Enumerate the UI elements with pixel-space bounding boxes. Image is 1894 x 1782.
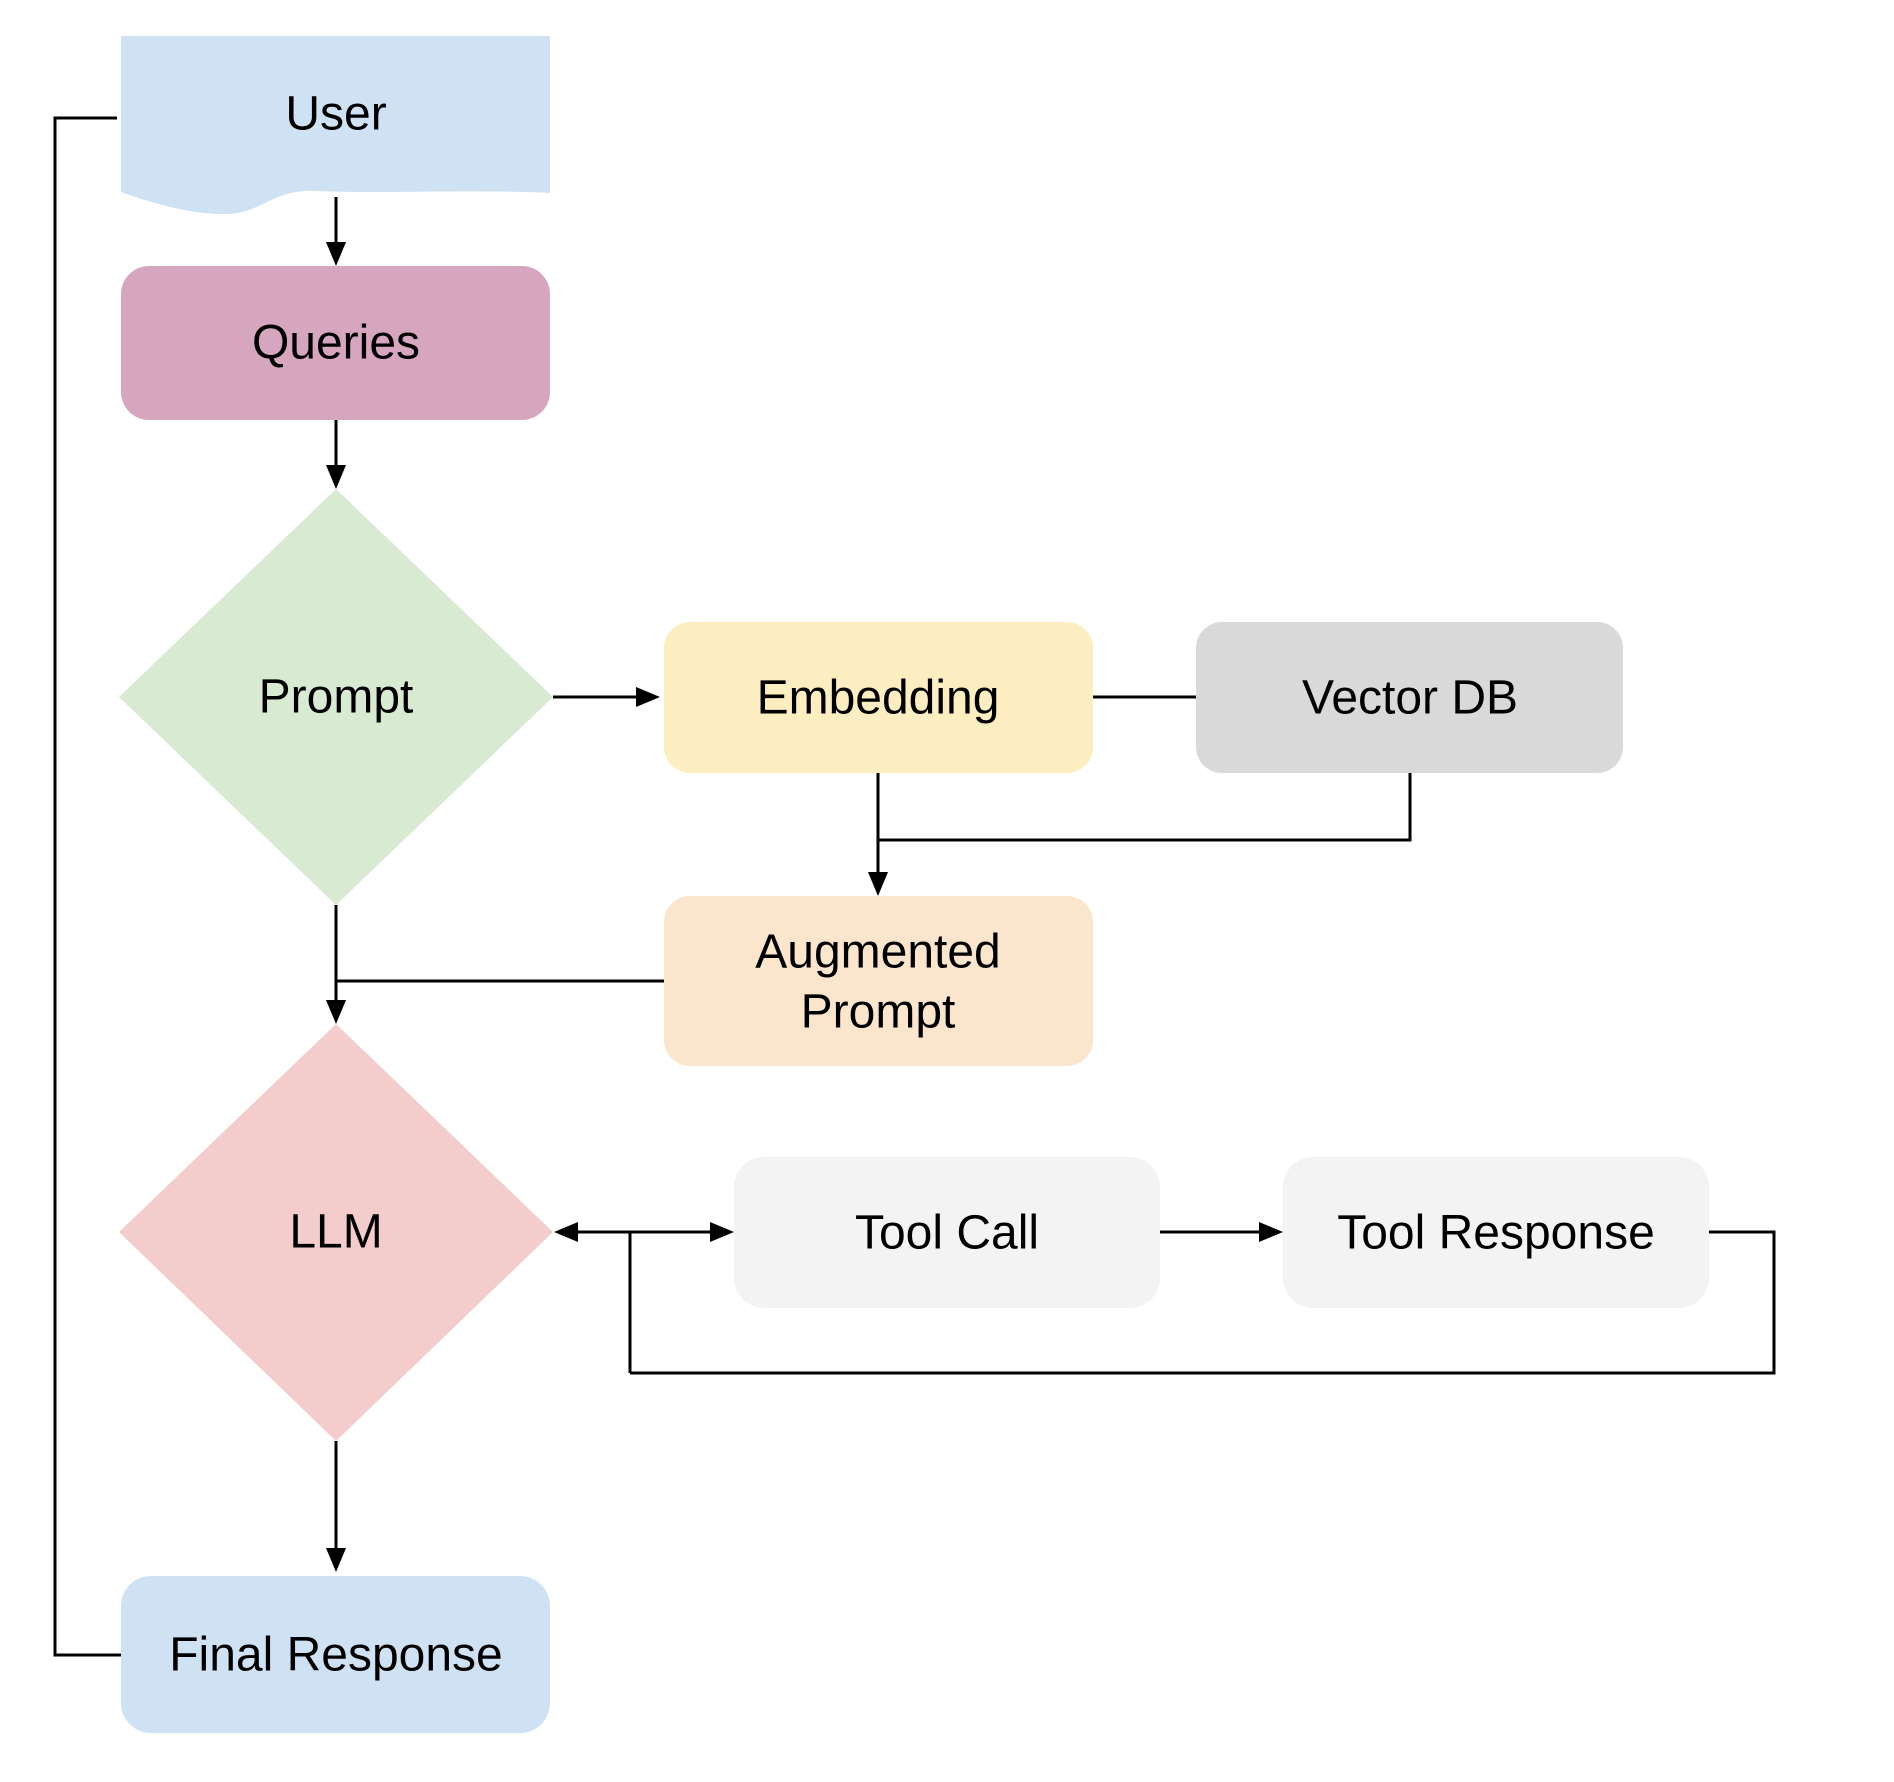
node-vector-db: Vector DB	[1196, 622, 1623, 773]
edge-finalresponse-user-loop	[53, 116, 121, 1657]
edges	[53, 116, 1776, 1657]
tool-response-box	[1283, 1157, 1709, 1308]
prompt-diamond	[119, 489, 553, 905]
node-augmented-prompt: Augmented Prompt	[664, 896, 1093, 1066]
llm-diamond	[119, 1024, 553, 1441]
vector-db-label: Vector DB	[1302, 672, 1518, 725]
tool-call-box	[734, 1157, 1160, 1308]
node-prompt: Prompt	[119, 489, 553, 905]
node-queries: Queries	[121, 266, 550, 420]
embedding-label: Embedding	[757, 672, 1000, 725]
user-label: User	[285, 88, 386, 141]
node-tool-call: Tool Call	[734, 1157, 1160, 1308]
node-tool-response: Tool Response	[1283, 1157, 1709, 1308]
node-embedding: Embedding	[664, 622, 1093, 773]
queries-label: Queries	[252, 317, 420, 370]
tool-call-label: Tool Call	[855, 1207, 1039, 1260]
node-llm: LLM	[119, 1024, 553, 1441]
node-user: User	[121, 36, 550, 215]
nodes: User Queries Prompt Embedding Vector DB	[119, 36, 1709, 1733]
tool-response-label: Tool Response	[1337, 1207, 1655, 1260]
edge-toolresponse-return-loop	[630, 1230, 1776, 1375]
node-final-response: Final Response	[121, 1576, 550, 1733]
queries-box	[121, 266, 550, 420]
final-response-label: Final Response	[169, 1629, 503, 1682]
vector-db-box	[1196, 622, 1623, 773]
user-document-shape	[121, 36, 550, 215]
augmented-prompt-label-line1: Augmented	[755, 926, 1001, 979]
edge-vectordb-merge	[878, 773, 1412, 842]
embedding-box	[664, 622, 1093, 773]
augmented-prompt-label-line2: Prompt	[801, 986, 956, 1039]
prompt-label: Prompt	[259, 671, 414, 724]
final-response-box	[121, 1576, 550, 1733]
augmented-prompt-box	[664, 896, 1093, 1066]
llm-label: LLM	[289, 1206, 382, 1259]
